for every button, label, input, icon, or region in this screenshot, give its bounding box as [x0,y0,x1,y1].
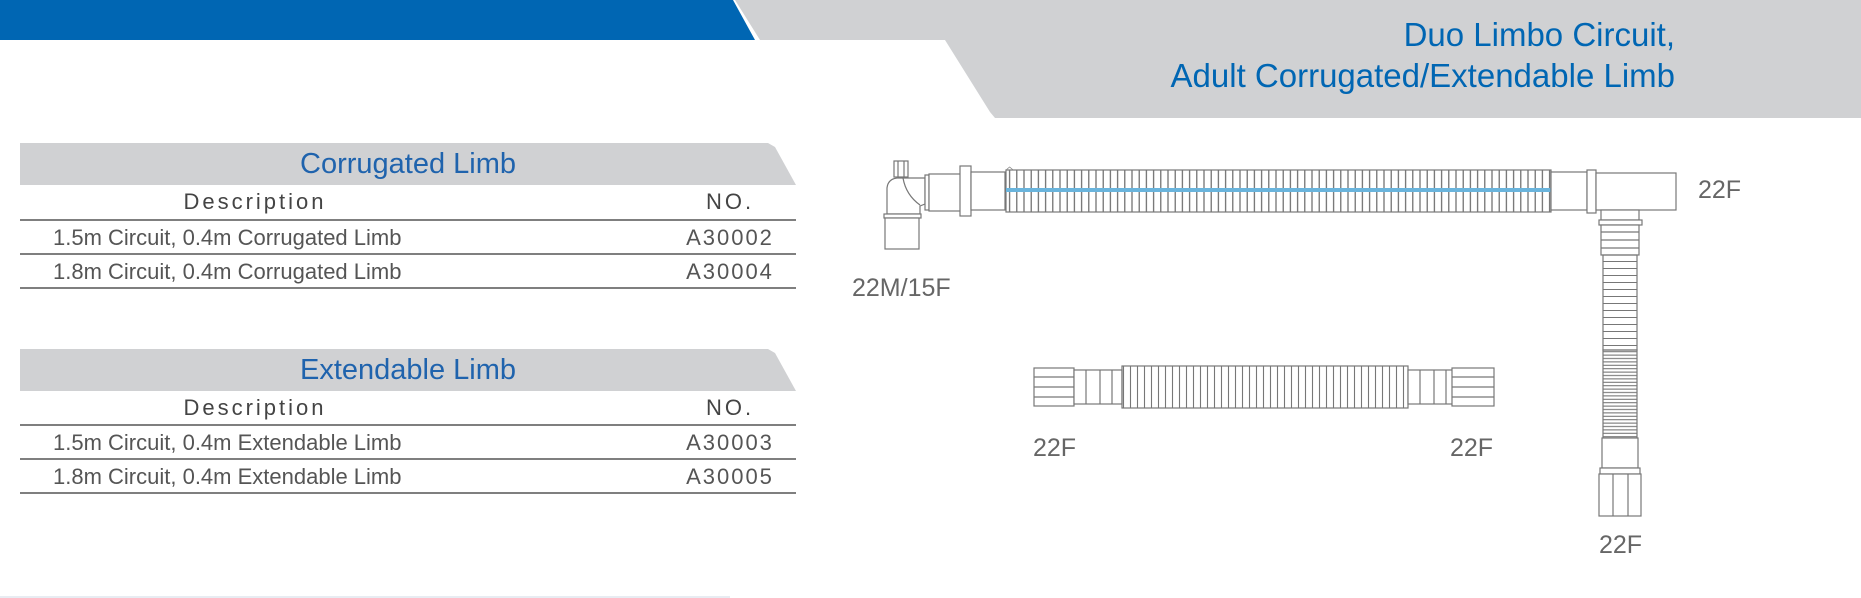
table-row: 1.8m Circuit, 0.4m Corrugated Limb A3000… [20,255,796,289]
row-number: A30003 [686,430,774,455]
column-header-number: NO. [705,189,755,214]
label-vertical-limb-end: 22F [1599,531,1643,559]
label-separate-limb-right: 22F [1450,434,1494,462]
label-patient-connector: 22M/15F [852,274,951,302]
title-line-2: Adult Corrugated/Extendable Limb [1170,57,1675,94]
row-description: 1.5m Circuit, 0.4m Extendable Limb [53,430,402,455]
tee-connector [1550,169,1677,256]
vertical-extendable-limb [1598,254,1642,517]
divider [20,287,796,289]
row-number: A30005 [686,464,774,489]
elbow-connector [883,160,1006,250]
divider [20,458,796,460]
banner-shapes [0,0,1861,118]
footer-divider [0,596,730,598]
table-row: 1.8m Circuit, 0.4m Extendable Limb A3000… [20,460,796,494]
table-title: Extendable Limb [299,354,517,386]
separate-extendable-limb [1033,365,1495,409]
row-description: 1.8m Circuit, 0.4m Extendable Limb [53,464,402,489]
row-description: 1.8m Circuit, 0.4m Corrugated Limb [53,259,402,284]
table-row: 1.5m Circuit, 0.4m Corrugated Limb A3000… [20,221,796,255]
page-title: Duo Limbo Circuit, Adult Corrugated/Exte… [1171,14,1675,96]
title-line-1: Duo Limbo Circuit, [1403,16,1675,53]
row-number: A30002 [686,225,774,250]
column-header-description: Description [183,189,327,214]
label-separate-limb-left: 22F [1033,434,1077,462]
main-corrugated-hose [1005,166,1552,213]
label-tee-side-port: 22F [1698,176,1742,204]
table-row: 1.5m Circuit, 0.4m Extendable Limb A3000… [20,426,796,460]
table-header-shape [20,143,796,185]
column-header-description: Description [183,395,327,420]
divider [20,219,796,221]
divider [20,492,796,494]
row-number: A30004 [686,259,774,284]
table-header-shape [20,349,796,391]
divider [20,253,796,255]
table-title: Corrugated Limb [300,148,516,180]
header-banner: Duo Limbo Circuit, Adult Corrugated/Exte… [0,0,1861,120]
row-description: 1.5m Circuit, 0.4m Corrugated Limb [53,225,402,250]
column-header-number: NO. [705,395,755,420]
divider [20,424,796,426]
